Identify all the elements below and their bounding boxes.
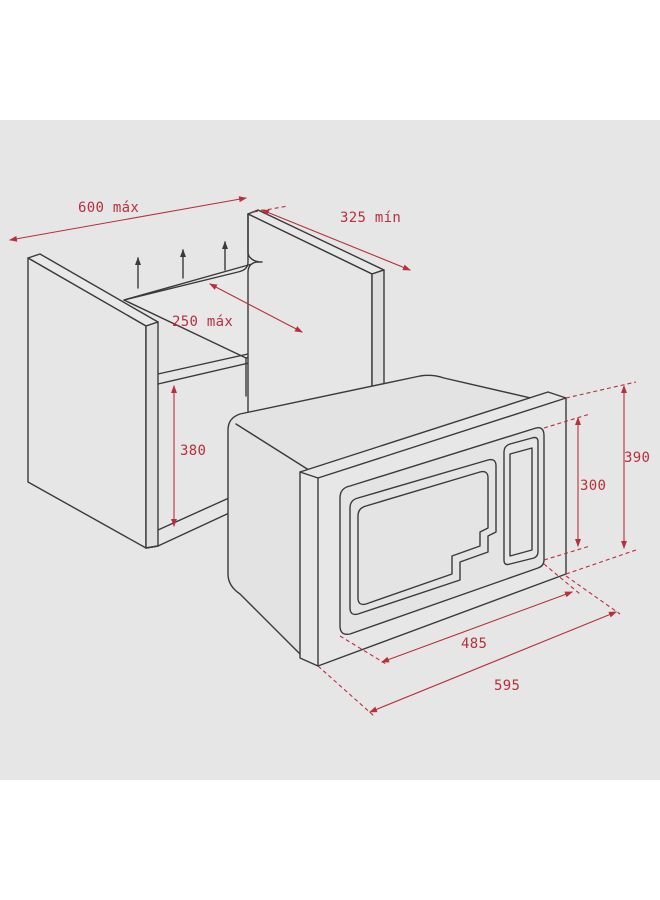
cabinet-back-curve [123, 213, 249, 301]
microwave-window [349, 458, 497, 616]
dim-line-cabinet-depth [261, 209, 411, 271]
microwave-body-edge [235, 423, 313, 473]
dim-ext-inner-width-right [543, 563, 581, 595]
label-inner-height: 300 [580, 478, 606, 494]
microwave-window-inner [357, 470, 489, 606]
dim-line-outer-width [369, 611, 617, 713]
label-inner-width: 485 [461, 636, 487, 652]
label-outer-width: 595 [494, 678, 520, 694]
ventilation-arrows [135, 241, 228, 289]
label-opening-height: 380 [180, 443, 206, 459]
label-cabinet-depth: 325 mín [340, 210, 401, 226]
control-panel-inner [509, 447, 533, 557]
dim-ext-cabinet-depth [253, 205, 289, 213]
dim-ext-outer-height-top [565, 381, 637, 399]
dim-ext-inner-height-top [543, 413, 591, 429]
dim-ext-inner-height-bottom [543, 545, 591, 561]
dimensions [9, 196, 637, 717]
dim-line-opening-depth [209, 283, 303, 333]
label-outer-height: 390 [624, 450, 650, 466]
control-panel [503, 436, 539, 566]
label-cabinet-width: 600 máx [78, 200, 139, 216]
label-opening-depth: 250 máx [172, 314, 233, 330]
dim-ext-outer-height-bottom [565, 549, 637, 575]
dim-line-cabinet-width [9, 196, 247, 242]
microwave [227, 374, 567, 667]
cabinet-left-front-edge [145, 321, 159, 549]
dim-ext-outer-width-right [565, 575, 621, 615]
dim-ext-outer-width-left [317, 665, 375, 717]
dimension-labels: 600 máx 325 mín 250 máx 380 300 390 485 … [78, 200, 650, 694]
